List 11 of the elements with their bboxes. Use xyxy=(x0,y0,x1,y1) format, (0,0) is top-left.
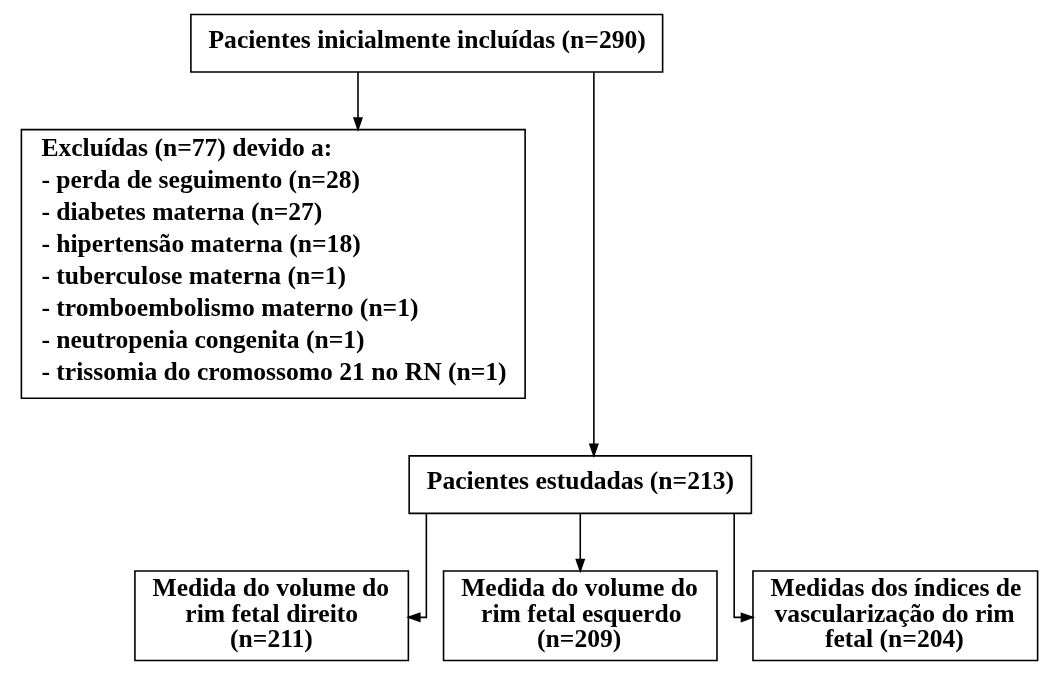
arrow xyxy=(733,512,756,623)
node-box: Pacientes estudadas (n=213) xyxy=(408,455,753,515)
node-box: Medida do volume do rim fetal esquerdo (n=209) xyxy=(442,570,718,662)
node-box: Medidas dos índices de vascularização do rim fetal (n=204) xyxy=(752,570,1039,662)
arrow xyxy=(575,512,586,574)
arrow xyxy=(352,71,364,132)
node-box: Medida do volume do rim fetal direito (n=211) xyxy=(134,570,410,662)
node-box: Excluídas (n=77) devido a: - perda de seguimento (n=28) - diabetes materna (n=27) - hipertensão materna (n=18) - tuberculose materna (n=1) - tromboembolismo materno (n=1) - neutropenia congenita (n=1) - trissomia do cromossomo 21 no RN (n=1) xyxy=(20,128,526,400)
arrow xyxy=(406,512,428,623)
arrow xyxy=(588,71,599,458)
node-box: Pacientes inicialmente incluídas (n=290) xyxy=(190,13,664,73)
